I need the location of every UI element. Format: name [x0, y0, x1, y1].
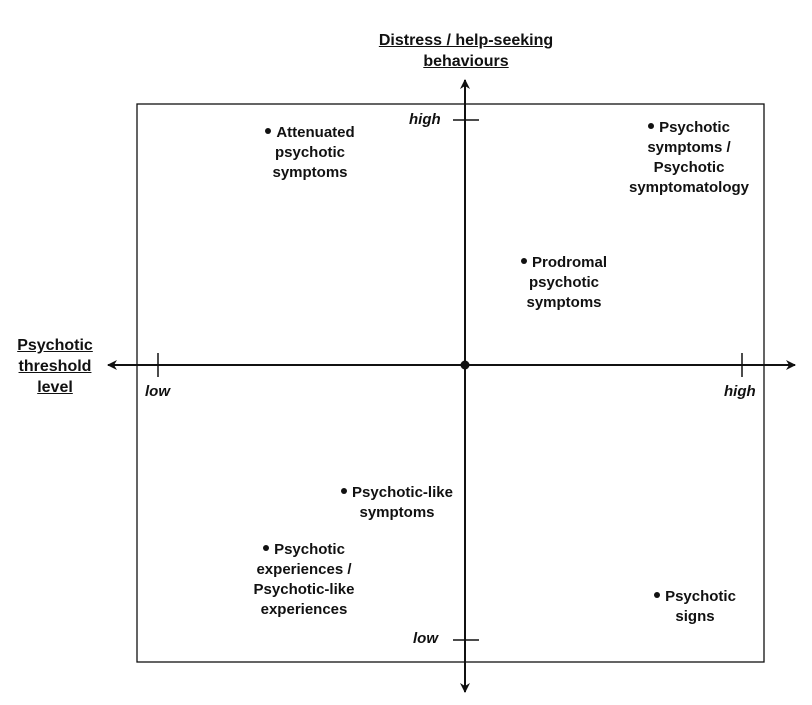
term-line: Psychotic — [659, 119, 730, 136]
quadrant-frame — [136, 103, 765, 663]
term-psychotic-signs: Psychotic signs — [640, 587, 750, 627]
bullet-icon — [654, 592, 661, 599]
horizontal-low-label: low — [145, 383, 170, 400]
term-line: Psychotic — [653, 159, 725, 176]
horizontal-axis-title-line-2: threshold — [18, 358, 92, 375]
vertical-axis-title-line-1: Distress / help-seeking — [378, 32, 554, 49]
bullet-icon — [648, 123, 655, 130]
term-line: Psychotic — [274, 541, 345, 558]
term-line: psychotic — [528, 274, 600, 291]
vertical-low-label: low — [413, 630, 438, 647]
term-psychotic-experiences: Psychotic experiences / Psychotic-like e… — [234, 540, 374, 620]
term-line: Psychotic-like — [352, 484, 453, 501]
term-line: symptoms — [526, 294, 602, 311]
origin-dot — [460, 360, 470, 370]
term-line: experiences / — [256, 561, 352, 578]
term-line: Prodromal — [531, 254, 607, 271]
vertical-high-label: high — [409, 111, 441, 128]
term-line: Attenuated — [276, 124, 355, 141]
horizontal-high-label: high — [724, 383, 756, 400]
term-prodromal-psychotic-symptoms: Prodromal psychotic symptoms — [506, 253, 622, 313]
term-psychotic-like-symptoms: Psychotic-like symptoms — [322, 483, 472, 523]
term-line: signs — [675, 608, 715, 625]
bullet-icon — [263, 545, 270, 552]
term-attenuated-psychotic-symptoms: Attenuated psychotic symptoms — [250, 123, 370, 183]
term-line: psychotic — [274, 144, 346, 161]
term-line: symptoms / — [647, 139, 731, 156]
term-line: experiences — [260, 601, 348, 618]
vertical-axis-title-line-2: behaviours — [423, 53, 509, 70]
term-line: symptoms — [359, 504, 435, 521]
horizontal-axis-title-line-1: Psychotic — [17, 337, 93, 354]
term-psychotic-symptoms: Psychotic symptoms / Psychotic symptomat… — [618, 118, 760, 198]
bullet-icon — [341, 488, 348, 495]
vertical-axis-title: Distress / help-seeking behaviours — [356, 30, 576, 72]
bullet-icon — [520, 258, 527, 265]
term-line: symptoms — [272, 164, 348, 181]
term-line: Psychotic — [665, 588, 736, 605]
horizontal-axis-title-line-3: level — [37, 379, 73, 396]
term-line: symptomatology — [628, 179, 749, 196]
bullet-icon — [265, 128, 272, 135]
term-line: Psychotic-like — [253, 581, 355, 598]
horizontal-axis-title: Psychotic threshold level — [5, 335, 105, 398]
